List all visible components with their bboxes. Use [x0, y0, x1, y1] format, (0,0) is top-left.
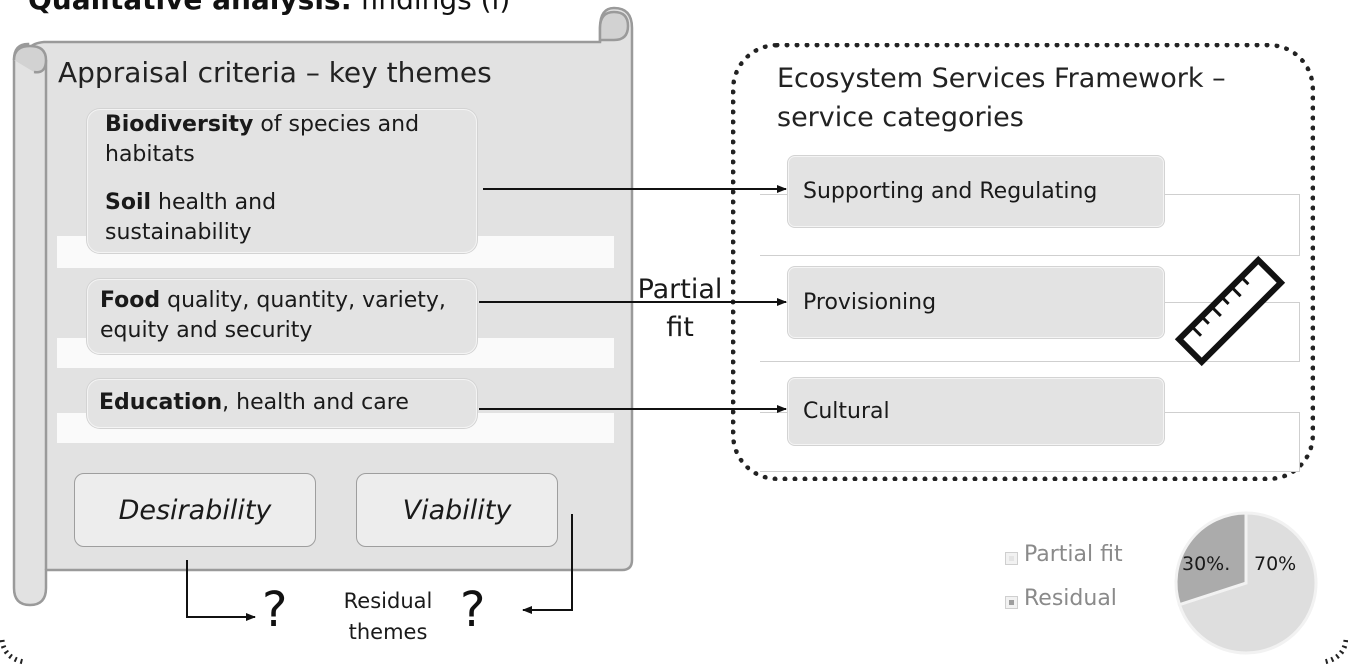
criterion-text: Education, health and care	[99, 390, 409, 415]
residual-line: themes	[348, 620, 428, 644]
criterion-text: Soil health and sustainability	[105, 190, 277, 245]
question-mark-icon: ?	[460, 582, 486, 638]
partial-fit-line: Partial	[637, 274, 723, 305]
criterion-education: Education, health and care	[87, 379, 477, 428]
residual-line: Residual	[343, 589, 433, 613]
outer-frame-corner-left	[0, 639, 25, 665]
pie-label-residual: 30%.	[1182, 553, 1231, 575]
legend-label-partial-fit: Partial fit	[1024, 542, 1123, 567]
page-heading: Qualitative analysis: findings (i)	[28, 0, 510, 16]
pie-slice-partial-fit	[1177, 511, 1318, 655]
legend-label-residual: Residual	[1024, 586, 1117, 611]
residual-themes-label: Residual themes	[333, 586, 443, 648]
criterion-food: Food quality, quantity, variety, equity …	[87, 279, 477, 354]
arrow-desirability-to-residual	[186, 560, 256, 621]
pie-label-partial-fit: 70%	[1254, 553, 1297, 575]
partial-fit-label: Partial fit	[630, 271, 730, 347]
pie-chart	[1174, 511, 1318, 655]
viability-box: Viability	[356, 473, 558, 547]
pie-slice-residual	[1174, 511, 1248, 607]
category-cultural: Cultural	[788, 378, 1164, 445]
category-supporting-regulating: Supporting and Regulating	[788, 156, 1164, 227]
scroll-title: Appraisal criteria – key themes	[58, 56, 492, 89]
desirability-box: Desirability	[74, 473, 316, 547]
framework-title: Ecosystem Services Framework – service c…	[777, 63, 1226, 133]
criterion-text: Biodiversity of species and habitats	[105, 112, 420, 167]
category-provisioning: Provisioning	[788, 267, 1164, 338]
outer-frame-corner-right	[1323, 639, 1348, 665]
ecosystem-services-frame	[731, 43, 1315, 481]
partial-fit-line: fit	[666, 312, 694, 343]
legend-swatch-partial-fit	[1005, 552, 1018, 565]
question-mark-icon: ?	[262, 582, 288, 638]
arrow-viability-to-residual	[522, 514, 573, 614]
criterion-biodiversity-soil: Biodiversity of species and habitats Soi…	[87, 109, 477, 253]
legend-swatch-residual	[1005, 596, 1018, 609]
criterion-text: Food quality, quantity, variety, equity …	[100, 288, 446, 343]
ruler-icon	[1174, 255, 1286, 367]
